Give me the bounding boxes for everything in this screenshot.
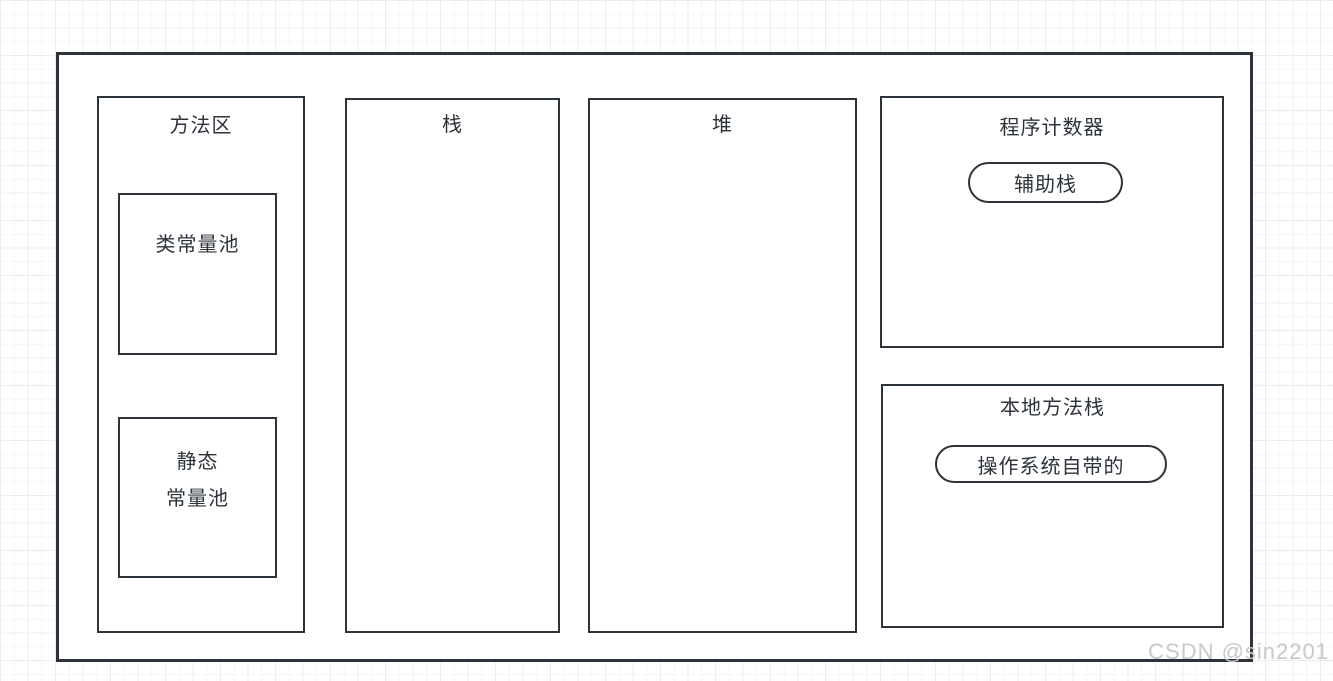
native-method-stack-label: 本地方法栈 [1000, 397, 1105, 419]
class-constant-pool-box: 类常量池 [118, 193, 277, 355]
os-provided-label: 操作系统自带的 [977, 455, 1125, 478]
program-counter-box: 程序计数器 [880, 96, 1224, 348]
static-constant-pool-line2: 常量池 [166, 488, 229, 510]
os-provided-pill: 操作系统自带的 [935, 445, 1167, 483]
auxiliary-stack-pill: 辅助栈 [968, 162, 1123, 203]
static-constant-pool-box: 静态 常量池 [118, 417, 277, 578]
auxiliary-stack-label: 辅助栈 [1014, 174, 1077, 196]
csdn-watermark: CSDN @sin2201 [1148, 639, 1329, 664]
program-counter-label: 程序计数器 [999, 117, 1105, 139]
stack-box: 栈 [345, 98, 560, 633]
stack-label: 栈 [442, 114, 463, 136]
heap-label: 堆 [712, 114, 733, 136]
method-area-label: 方法区 [169, 115, 233, 137]
native-method-stack-box: 本地方法栈 [881, 384, 1224, 628]
class-constant-pool-label: 类常量池 [155, 234, 240, 256]
heap-box: 堆 [588, 98, 857, 633]
static-constant-pool-line1: 静态 [176, 451, 219, 473]
static-constant-pool-label: 静态 常量池 [120, 419, 275, 518]
